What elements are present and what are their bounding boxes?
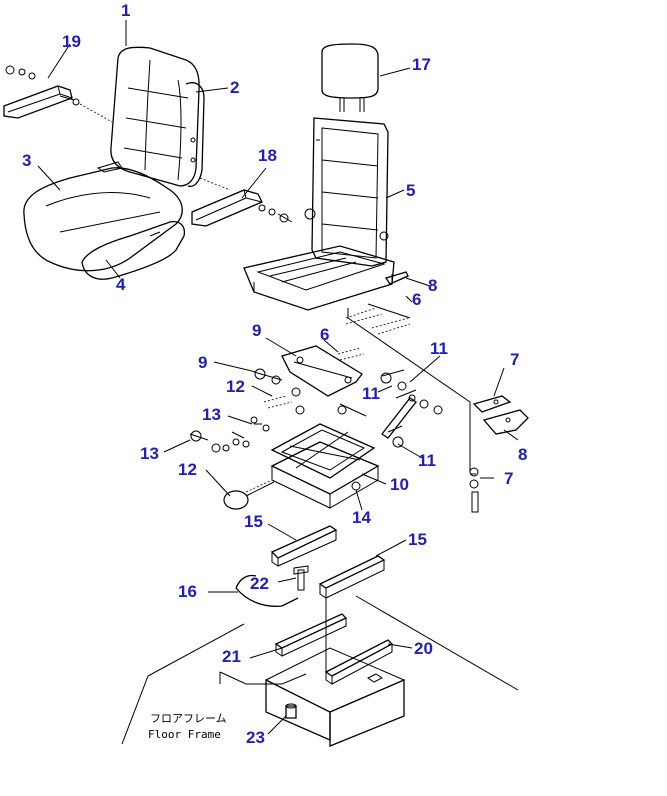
knob-12 xyxy=(223,479,275,510)
floor-frame-outline xyxy=(121,595,519,745)
leader-lines xyxy=(37,20,519,735)
seat-backrest-side-panel xyxy=(185,82,205,188)
callout-15-lower: 15 xyxy=(408,530,427,549)
plate-8 xyxy=(482,409,529,435)
floor-bracket xyxy=(265,647,406,747)
bushing-14 xyxy=(351,481,361,491)
callout-22: 22 xyxy=(250,574,269,593)
springs-12 xyxy=(263,387,305,415)
callout-7-upper: 7 xyxy=(510,350,519,369)
callout-13-upper: 13 xyxy=(202,405,221,424)
floor-frame-label-en: Floor Frame xyxy=(148,728,221,741)
lever-16 xyxy=(235,574,299,607)
rail-link-lines xyxy=(219,598,327,685)
bracket-7 xyxy=(472,395,512,413)
bolt-22 xyxy=(293,565,309,591)
callout-14: 14 xyxy=(352,508,371,527)
callout-19: 19 xyxy=(62,32,81,51)
headrest xyxy=(321,43,379,112)
bushing-23 xyxy=(285,703,297,719)
callout-8-upper: 8 xyxy=(428,276,437,295)
callout-23: 23 xyxy=(246,728,265,747)
bolts-11 xyxy=(380,369,443,448)
callout-2: 2 xyxy=(230,78,239,97)
callout-9-upper: 9 xyxy=(252,321,261,340)
bolts-7 xyxy=(469,467,479,513)
slide-rail-lower-right xyxy=(324,639,394,685)
callout-12-upper: 12 xyxy=(226,377,245,396)
seat-frame-pan xyxy=(243,245,395,311)
leader-frame-to-rear xyxy=(347,308,471,472)
callout-11-top: 11 xyxy=(430,339,448,358)
callout-21: 21 xyxy=(222,647,241,666)
armrest-left xyxy=(3,85,73,119)
callout-6-mid: 6 xyxy=(320,325,329,344)
callout-16: 16 xyxy=(178,582,197,601)
callout-8-lower: 8 xyxy=(518,445,527,464)
hardware-13 xyxy=(231,416,270,448)
callout-4: 4 xyxy=(116,275,126,294)
callout-15-upper: 15 xyxy=(244,512,263,531)
hardware-13-lower xyxy=(189,430,230,453)
seat-backrest-cushion xyxy=(110,46,200,187)
callout-5: 5 xyxy=(406,181,415,200)
gas-spring-11 xyxy=(337,394,417,439)
callout-11-low: 11 xyxy=(418,451,436,470)
seat-frame-back xyxy=(304,117,389,267)
slide-rail-lower-left xyxy=(274,613,348,657)
callout-12-lower: 12 xyxy=(178,460,197,479)
top-plate-9 xyxy=(281,345,363,397)
callout-20: 20 xyxy=(414,639,433,658)
scissor-suspension-10 xyxy=(270,423,380,509)
slide-rail-upper-right xyxy=(318,555,386,599)
slide-rail-upper-left xyxy=(270,525,338,567)
callout-7-lower: 7 xyxy=(504,469,513,488)
callout-13-lower: 13 xyxy=(140,444,159,463)
callout-numbers: 1 2 3 4 5 6 6 7 7 8 8 9 9 10 11 11 11 12… xyxy=(22,1,527,747)
armrest-left-hardware xyxy=(5,65,113,123)
callout-9-lower: 9 xyxy=(198,353,207,372)
seat-cushion-side-cover xyxy=(81,220,186,280)
seat-cushion xyxy=(23,161,183,272)
callout-10: 10 xyxy=(390,475,409,494)
seat-lever-8 xyxy=(384,271,409,285)
callout-17: 17 xyxy=(412,55,431,74)
springs-mid xyxy=(337,347,365,361)
armrest-right xyxy=(191,177,293,227)
floor-frame-label-jp: フロアフレーム xyxy=(150,712,227,725)
bolts-9 xyxy=(253,368,283,385)
callout-3: 3 xyxy=(22,151,31,170)
springs-upper xyxy=(345,303,411,335)
callout-1: 1 xyxy=(121,1,130,20)
callout-6-upper: 6 xyxy=(412,290,421,309)
callout-11-mid: 11 xyxy=(362,384,380,403)
callout-18: 18 xyxy=(258,146,277,165)
floor-frame-label: フロアフレーム Floor Frame xyxy=(148,712,227,741)
